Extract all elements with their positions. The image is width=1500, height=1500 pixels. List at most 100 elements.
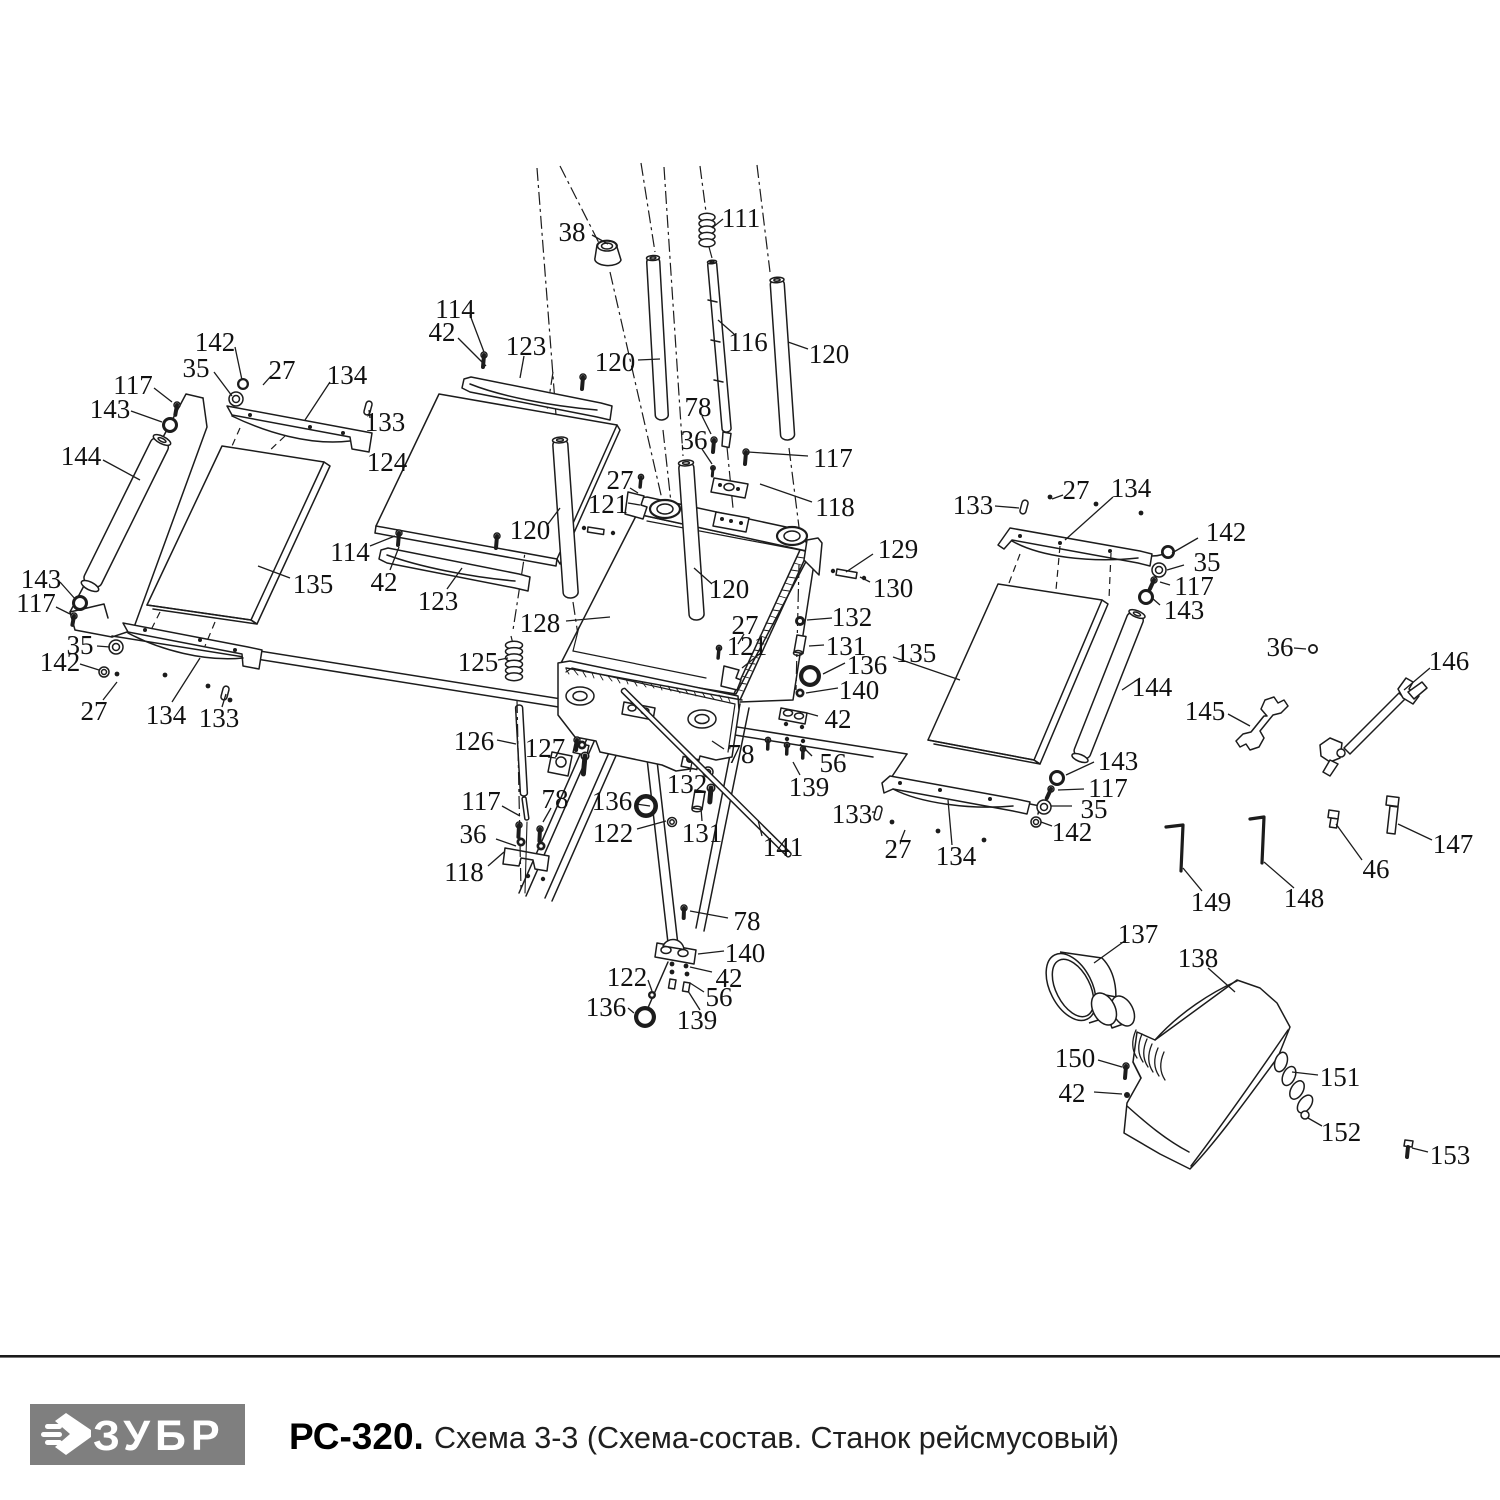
svg-text:128: 128 (520, 608, 561, 638)
svg-text:142: 142 (1206, 517, 1247, 547)
svg-text:120: 120 (709, 574, 750, 604)
svg-text:142: 142 (1052, 817, 1093, 847)
svg-text:Схема 3-3 (Схема-состав. Стано: Схема 3-3 (Схема-состав. Станок рейсмусо… (434, 1421, 1119, 1455)
svg-text:132: 132 (832, 602, 873, 632)
svg-text:78: 78 (728, 739, 755, 769)
svg-text:136: 136 (592, 786, 633, 816)
svg-text:144: 144 (1132, 672, 1173, 702)
svg-text:144: 144 (61, 441, 102, 471)
svg-text:127: 127 (525, 733, 566, 763)
svg-text:152: 152 (1321, 1117, 1362, 1147)
svg-text:78: 78 (734, 906, 761, 936)
svg-text:135: 135 (896, 638, 937, 668)
svg-text:134: 134 (327, 360, 368, 390)
svg-text:143: 143 (90, 394, 131, 424)
svg-text:134: 134 (146, 700, 187, 730)
svg-text:27: 27 (81, 696, 108, 726)
svg-text:140: 140 (839, 675, 880, 705)
svg-text:151: 151 (1320, 1062, 1361, 1092)
svg-text:36: 36 (681, 425, 708, 455)
svg-text:137: 137 (1118, 919, 1159, 949)
svg-text:111: 111 (722, 203, 761, 233)
svg-text:134: 134 (1111, 473, 1152, 503)
svg-text:146: 146 (1429, 646, 1470, 676)
svg-text:145: 145 (1185, 696, 1226, 726)
svg-text:56: 56 (706, 982, 733, 1012)
svg-text:134: 134 (936, 841, 977, 871)
svg-text:42: 42 (371, 567, 398, 597)
svg-text:114: 114 (435, 294, 475, 324)
svg-text:133: 133 (365, 407, 406, 437)
svg-text:131: 131 (826, 631, 867, 661)
svg-text:150: 150 (1055, 1043, 1096, 1073)
svg-text:35: 35 (183, 353, 210, 383)
svg-text:117: 117 (813, 443, 853, 473)
svg-text:133: 133 (199, 703, 240, 733)
svg-text:38: 38 (559, 217, 586, 247)
svg-text:135: 135 (293, 569, 334, 599)
svg-text:122: 122 (593, 818, 634, 848)
svg-text:141: 141 (763, 832, 804, 862)
svg-text:120: 120 (510, 515, 551, 545)
svg-text:149: 149 (1191, 887, 1232, 917)
svg-text:42: 42 (825, 704, 852, 734)
svg-text:46: 46 (1363, 854, 1390, 884)
svg-text:122: 122 (607, 962, 648, 992)
svg-text:139: 139 (677, 1005, 718, 1035)
svg-text:116: 116 (728, 327, 768, 357)
svg-text:117: 117 (1174, 571, 1214, 601)
svg-text:27: 27 (732, 610, 759, 640)
svg-text:125: 125 (458, 647, 499, 677)
svg-text:42: 42 (1059, 1078, 1086, 1108)
svg-text:117: 117 (16, 588, 56, 618)
svg-text:121: 121 (588, 489, 629, 519)
svg-text:27: 27 (269, 355, 296, 385)
svg-text:78: 78 (685, 392, 712, 422)
svg-text:114: 114 (330, 537, 370, 567)
svg-text:120: 120 (595, 347, 636, 377)
svg-text:133: 133 (832, 799, 873, 829)
svg-text:27: 27 (885, 834, 912, 864)
svg-text:130: 130 (873, 573, 914, 603)
svg-text:117: 117 (461, 786, 501, 816)
svg-text:124: 124 (367, 447, 408, 477)
svg-text:42: 42 (716, 963, 743, 993)
svg-text:140: 140 (725, 938, 766, 968)
svg-text:126: 126 (454, 726, 495, 756)
svg-text:ЗУБР: ЗУБР (93, 1412, 225, 1460)
svg-text:148: 148 (1284, 883, 1325, 913)
svg-text:123: 123 (506, 331, 547, 361)
svg-text:36: 36 (1267, 632, 1294, 662)
svg-text:56: 56 (820, 748, 847, 778)
svg-text:153: 153 (1430, 1140, 1471, 1170)
svg-text:123: 123 (418, 586, 459, 616)
svg-text:35: 35 (1081, 794, 1108, 824)
svg-text:133: 133 (953, 490, 994, 520)
svg-text:36: 36 (460, 819, 487, 849)
svg-text:35: 35 (1194, 547, 1221, 577)
svg-text:136: 136 (847, 650, 888, 680)
svg-text:120: 120 (809, 339, 850, 369)
svg-text:136: 136 (586, 992, 627, 1022)
svg-text:78: 78 (542, 784, 569, 814)
svg-text:118: 118 (815, 492, 855, 522)
svg-text:27: 27 (607, 465, 634, 495)
svg-text:143: 143 (21, 564, 62, 594)
svg-text:142: 142 (40, 647, 81, 677)
svg-text:142: 142 (195, 327, 236, 357)
svg-text:143: 143 (1098, 746, 1139, 776)
svg-text:118: 118 (444, 857, 484, 887)
svg-text:129: 129 (878, 534, 919, 564)
svg-text:35: 35 (67, 630, 94, 660)
svg-text:117: 117 (1088, 773, 1128, 803)
svg-text:132: 132 (667, 769, 708, 799)
svg-text:42: 42 (429, 317, 456, 347)
svg-text:121: 121 (727, 631, 768, 661)
svg-text:138: 138 (1178, 943, 1219, 973)
svg-text:117: 117 (113, 370, 153, 400)
svg-text:147: 147 (1433, 829, 1474, 859)
svg-text:139: 139 (789, 772, 830, 802)
svg-text:131: 131 (682, 818, 723, 848)
svg-text:РС-320.: РС-320. (289, 1416, 424, 1457)
svg-text:27: 27 (1063, 475, 1090, 505)
